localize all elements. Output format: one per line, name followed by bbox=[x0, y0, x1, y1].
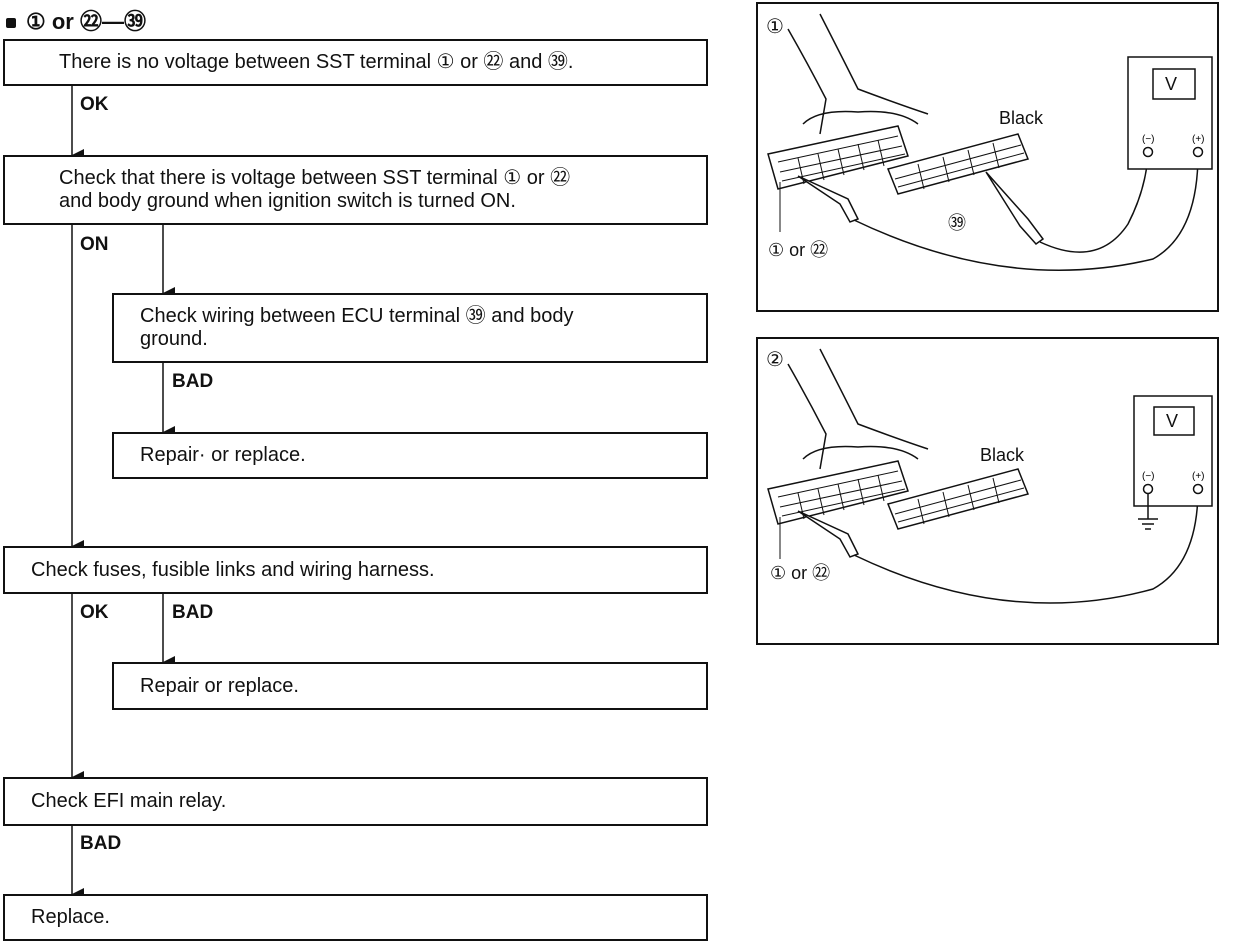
step-repair-2: Repair or replace. bbox=[112, 662, 708, 710]
step-check-voltage-text: Check that there is voltage between SST … bbox=[59, 167, 571, 212]
step-check-voltage: Check that there is voltage between SST … bbox=[3, 155, 708, 225]
step-check-wiring: Check wiring between ECU terminal ㊴ and … bbox=[112, 293, 708, 363]
panel-2-black-label: Black bbox=[980, 445, 1025, 465]
step-repair-1: Repair· or replace. bbox=[112, 432, 708, 479]
step-no-voltage: There is no voltage between SST terminal… bbox=[3, 39, 708, 86]
label-on: ON bbox=[80, 234, 109, 255]
step-no-voltage-text: There is no voltage between SST terminal… bbox=[59, 51, 574, 73]
connector-probe-illustration-1: (−) (+) bbox=[767, 13, 1213, 271]
step-repair-2-text: Repair or replace. bbox=[140, 674, 299, 697]
panel-1-black-label: Black bbox=[999, 108, 1044, 128]
label-bad-2: BAD bbox=[172, 602, 214, 623]
probe-1 bbox=[797, 510, 860, 558]
voltmeter-1: (−) (+) bbox=[1127, 56, 1213, 170]
panel-1-number: ① bbox=[766, 16, 784, 38]
svg-text:(−): (−) bbox=[1142, 471, 1155, 482]
step-check-fuses-text: Check fuses, fusible links and wiring ha… bbox=[31, 558, 435, 581]
step-replace: Replace. bbox=[3, 894, 708, 941]
illustration-panel-1: (−) (+) ① V Black ㊴ ① or ㉒ bbox=[756, 2, 1219, 312]
ecu-connector-black bbox=[886, 468, 1030, 530]
label-bad-3: BAD bbox=[80, 833, 122, 854]
panel-1-meter: V bbox=[1165, 74, 1178, 94]
voltmeter-2: (−) (+) bbox=[1133, 395, 1213, 507]
ecu-connector-black bbox=[886, 133, 1030, 195]
bullet-icon bbox=[6, 18, 16, 29]
step-check-fuses: Check fuses, fusible links and wiring ha… bbox=[3, 546, 708, 594]
label-bad-1: BAD bbox=[172, 371, 214, 392]
svg-text:(+): (+) bbox=[1192, 134, 1205, 145]
panel-1-probe-label: ① or ㉒ bbox=[768, 240, 829, 260]
label-ok-2: OK bbox=[80, 602, 109, 623]
probe-1 bbox=[797, 175, 860, 223]
panel-1-terminal-label: ㊴ bbox=[948, 213, 966, 233]
ecu-connector-a bbox=[767, 460, 909, 525]
flow-connectors bbox=[71, 86, 175, 900]
step-check-relay-text: Check EFI main relay. bbox=[31, 790, 227, 812]
panel-2-number: ② bbox=[766, 349, 784, 371]
step-check-relay: Check EFI main relay. bbox=[3, 777, 708, 826]
heading-text: ① or ㉒—㊴ bbox=[26, 9, 146, 34]
label-ok-1: OK bbox=[80, 94, 109, 115]
probe-39 bbox=[985, 171, 1045, 246]
svg-text:(+): (+) bbox=[1192, 471, 1205, 482]
svg-text:(−): (−) bbox=[1142, 134, 1155, 145]
illustration-panel-2: (−) (+) ② V Black ① or ㉒ bbox=[756, 337, 1219, 645]
step-check-wiring-text: Check wiring between ECU terminal ㊴ and … bbox=[140, 305, 574, 350]
connector-probe-illustration-2: (−) (+) bbox=[767, 348, 1213, 604]
ground-icon bbox=[1138, 494, 1158, 530]
step-replace-text: Replace. bbox=[31, 906, 110, 928]
panel-2-probe-label: ① or ㉒ bbox=[770, 563, 831, 583]
ecu-connector-a bbox=[767, 125, 909, 190]
panel-2-meter: V bbox=[1166, 411, 1179, 431]
step-repair-1-text: Repair· or replace. bbox=[140, 444, 306, 466]
section-heading: ① or ㉒—㊴ bbox=[6, 4, 146, 36]
